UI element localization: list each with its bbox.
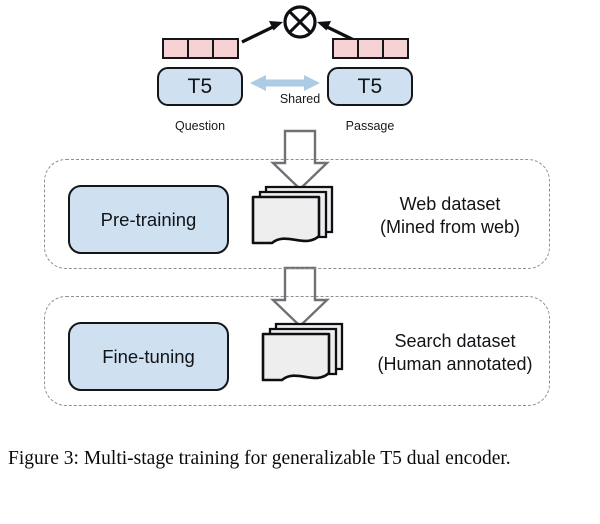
question-encoder-label: T5 xyxy=(187,74,213,98)
pretraining-stage-box[interactable]: Pre-training xyxy=(68,185,229,254)
pretraining-stage-container xyxy=(44,159,550,269)
similarity-operator-icon xyxy=(283,5,317,39)
search-dataset-title: Search dataset xyxy=(394,331,516,351)
shared-weights-label: Shared xyxy=(279,92,321,106)
passage-token-cell xyxy=(381,38,409,59)
passage-token-cell xyxy=(356,38,384,59)
finetuning-stage-label: Fine-tuning xyxy=(102,345,195,367)
shared-weights-arrow xyxy=(250,75,320,91)
question-input-caption: Question xyxy=(174,119,226,133)
search-dataset-text-block: Search dataset (Human annotated) xyxy=(350,330,560,376)
question-token-cell xyxy=(186,38,214,59)
search-dataset-subtitle: (Human annotated) xyxy=(377,354,533,375)
question-token-cell xyxy=(211,38,239,59)
web-dataset-subtitle: (Mined from web) xyxy=(379,217,521,238)
passage-token-cell xyxy=(332,38,359,59)
web-dataset-title: Web dataset xyxy=(399,194,501,214)
passage-input-caption: Passage xyxy=(345,119,395,133)
question-token-cell xyxy=(162,38,189,59)
finetuning-stage-container xyxy=(44,296,550,406)
pretraining-stage-label: Pre-training xyxy=(100,208,197,230)
question-embedding-token-row xyxy=(162,38,239,59)
passage-encoder-label: T5 xyxy=(357,74,383,98)
passage-embedding-token-row xyxy=(332,38,409,59)
finetuning-stage-box[interactable]: Fine-tuning xyxy=(68,322,229,391)
web-dataset-text-block: Web dataset (Mined from web) xyxy=(350,193,550,239)
question-encoder-box[interactable]: T5 xyxy=(157,67,243,106)
figure-caption: Figure 3: Multi-stage training for gener… xyxy=(8,448,511,469)
left-to-operator-arrow xyxy=(241,21,283,44)
passage-encoder-box[interactable]: T5 xyxy=(327,67,413,106)
